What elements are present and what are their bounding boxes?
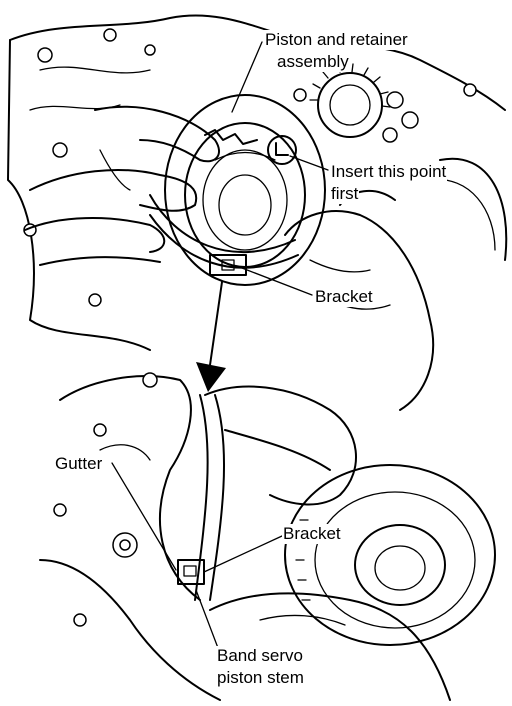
lower-case-body (39, 372, 221, 701)
leader-lines (111, 41, 329, 649)
label-band-servo-line2: piston stem (216, 668, 305, 688)
gear (309, 63, 391, 138)
insert-point-marker (267, 135, 297, 165)
upper-case-body (7, 14, 506, 351)
down-arrow (196, 281, 226, 392)
lower-hands (204, 385, 451, 701)
label-band-servo-line1: Band servo (216, 646, 304, 666)
label-bracket-upper: Bracket (314, 287, 374, 307)
label-insert-point-line1: Insert this point (330, 162, 448, 182)
label-piston-retainer-line1: Piston and retainer (264, 30, 409, 50)
label-insert-point-line2: first (330, 184, 360, 204)
label-gutter: Gutter (54, 454, 104, 474)
label-piston-retainer-line2: assembly (276, 52, 350, 72)
servo-band (194, 394, 226, 601)
upper-left-hand (24, 105, 220, 266)
label-bracket-lower: Bracket (282, 524, 342, 544)
lower-drum (284, 464, 496, 646)
